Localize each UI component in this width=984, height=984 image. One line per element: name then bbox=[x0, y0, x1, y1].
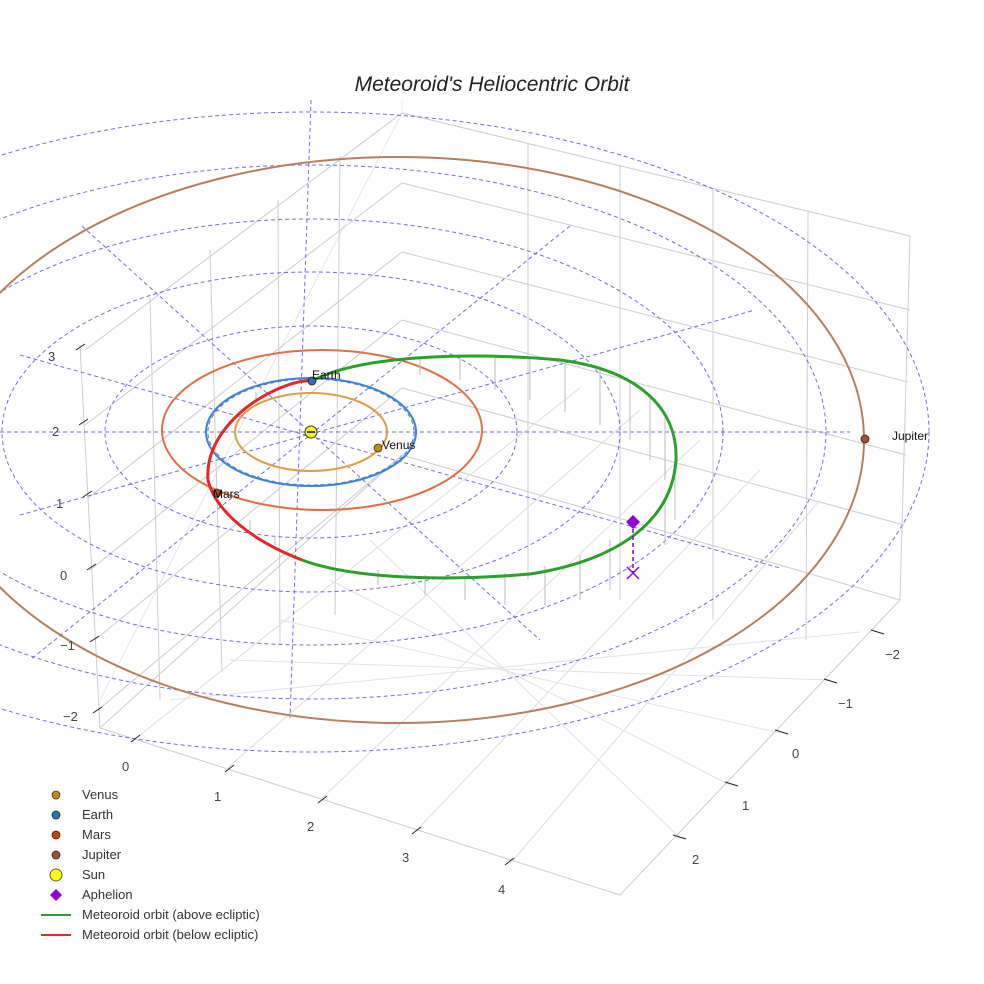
z-tick: 0 bbox=[60, 568, 67, 583]
jupiter-dot-icon bbox=[51, 850, 61, 860]
legend: Venus Earth Mars Jupiter Sun Aphelion Me… bbox=[36, 785, 260, 945]
legend-item-orbit-above[interactable]: Meteoroid orbit (above ecliptic) bbox=[36, 905, 260, 925]
x-axis bbox=[130, 734, 515, 866]
jupiter-label: Jupiter bbox=[892, 429, 928, 443]
z-tick: 1 bbox=[56, 496, 63, 511]
meteoroid-drop-lines bbox=[249, 357, 676, 605]
x-tick: 0 bbox=[122, 759, 129, 774]
legend-item-earth[interactable]: Earth bbox=[36, 805, 260, 825]
meteoroid-orbit-below-ecliptic bbox=[206, 379, 313, 562]
jupiter-orbit bbox=[0, 156, 865, 724]
ecliptic-polar-grid bbox=[0, 99, 930, 753]
planet-orbits bbox=[0, 156, 865, 724]
venus-orbit bbox=[234, 392, 388, 472]
y-axis bbox=[672, 629, 885, 840]
z-axis bbox=[75, 343, 103, 714]
x-tick: 4 bbox=[498, 882, 505, 897]
y-tick: 1 bbox=[742, 798, 749, 813]
earth-dot-icon bbox=[51, 810, 61, 820]
x-tick: 2 bbox=[307, 819, 314, 834]
earth-label: Earth bbox=[312, 368, 341, 382]
mars-label: Mars bbox=[213, 487, 240, 501]
legend-label: Mars bbox=[82, 827, 111, 842]
z-tick: −1 bbox=[60, 638, 75, 653]
venus-label: Venus bbox=[382, 438, 415, 452]
aphelion-projection-x-icon bbox=[626, 566, 640, 580]
axis-box-grid bbox=[79, 100, 911, 896]
green-line-icon bbox=[41, 914, 71, 916]
mars-orbit bbox=[161, 349, 483, 511]
x-tick: 3 bbox=[402, 850, 409, 865]
legend-item-orbit-below[interactable]: Meteoroid orbit (below ecliptic) bbox=[36, 925, 260, 945]
red-line-icon bbox=[41, 934, 71, 936]
aphelion-diamond-icon[interactable] bbox=[626, 515, 640, 529]
legend-item-jupiter[interactable]: Jupiter bbox=[36, 845, 260, 865]
legend-label: Meteoroid orbit (above ecliptic) bbox=[82, 907, 260, 922]
x-tick: 1 bbox=[214, 789, 221, 804]
y-tick: 0 bbox=[792, 746, 799, 761]
chart-title: Meteoroid's Heliocentric Orbit bbox=[354, 73, 630, 96]
mars-marker[interactable] bbox=[212, 488, 222, 498]
z-tick: 3 bbox=[48, 349, 55, 364]
y-tick: −1 bbox=[838, 696, 853, 711]
legend-label: Earth bbox=[82, 807, 114, 822]
legend-label: Venus bbox=[82, 787, 119, 802]
mars-dot-icon bbox=[51, 830, 61, 840]
aphelion-diamond-icon bbox=[50, 889, 62, 901]
venus-marker[interactable] bbox=[373, 443, 383, 453]
earth-marker[interactable] bbox=[307, 376, 317, 386]
y-tick: 2 bbox=[692, 852, 699, 867]
legend-label: Jupiter bbox=[82, 847, 122, 862]
sun-circle-icon bbox=[49, 868, 63, 882]
legend-item-mars[interactable]: Mars bbox=[36, 825, 260, 845]
y-tick: −2 bbox=[885, 647, 900, 662]
legend-label: Sun bbox=[82, 867, 106, 882]
z-tick: −2 bbox=[63, 709, 78, 724]
legend-label: Aphelion bbox=[82, 887, 133, 902]
legend-item-aphelion[interactable]: Aphelion bbox=[36, 885, 260, 905]
jupiter-marker[interactable] bbox=[860, 434, 870, 444]
meteoroid-orbit-above-ecliptic bbox=[301, 354, 678, 580]
venus-dot-icon bbox=[51, 790, 61, 800]
meteoroid-orbit bbox=[206, 354, 678, 580]
sun-marker[interactable] bbox=[304, 425, 318, 439]
legend-item-sun[interactable]: Sun bbox=[36, 865, 260, 885]
legend-label: Meteoroid orbit (below ecliptic) bbox=[82, 927, 259, 942]
legend-item-venus[interactable]: Venus bbox=[36, 785, 260, 805]
z-tick: 2 bbox=[52, 424, 59, 439]
